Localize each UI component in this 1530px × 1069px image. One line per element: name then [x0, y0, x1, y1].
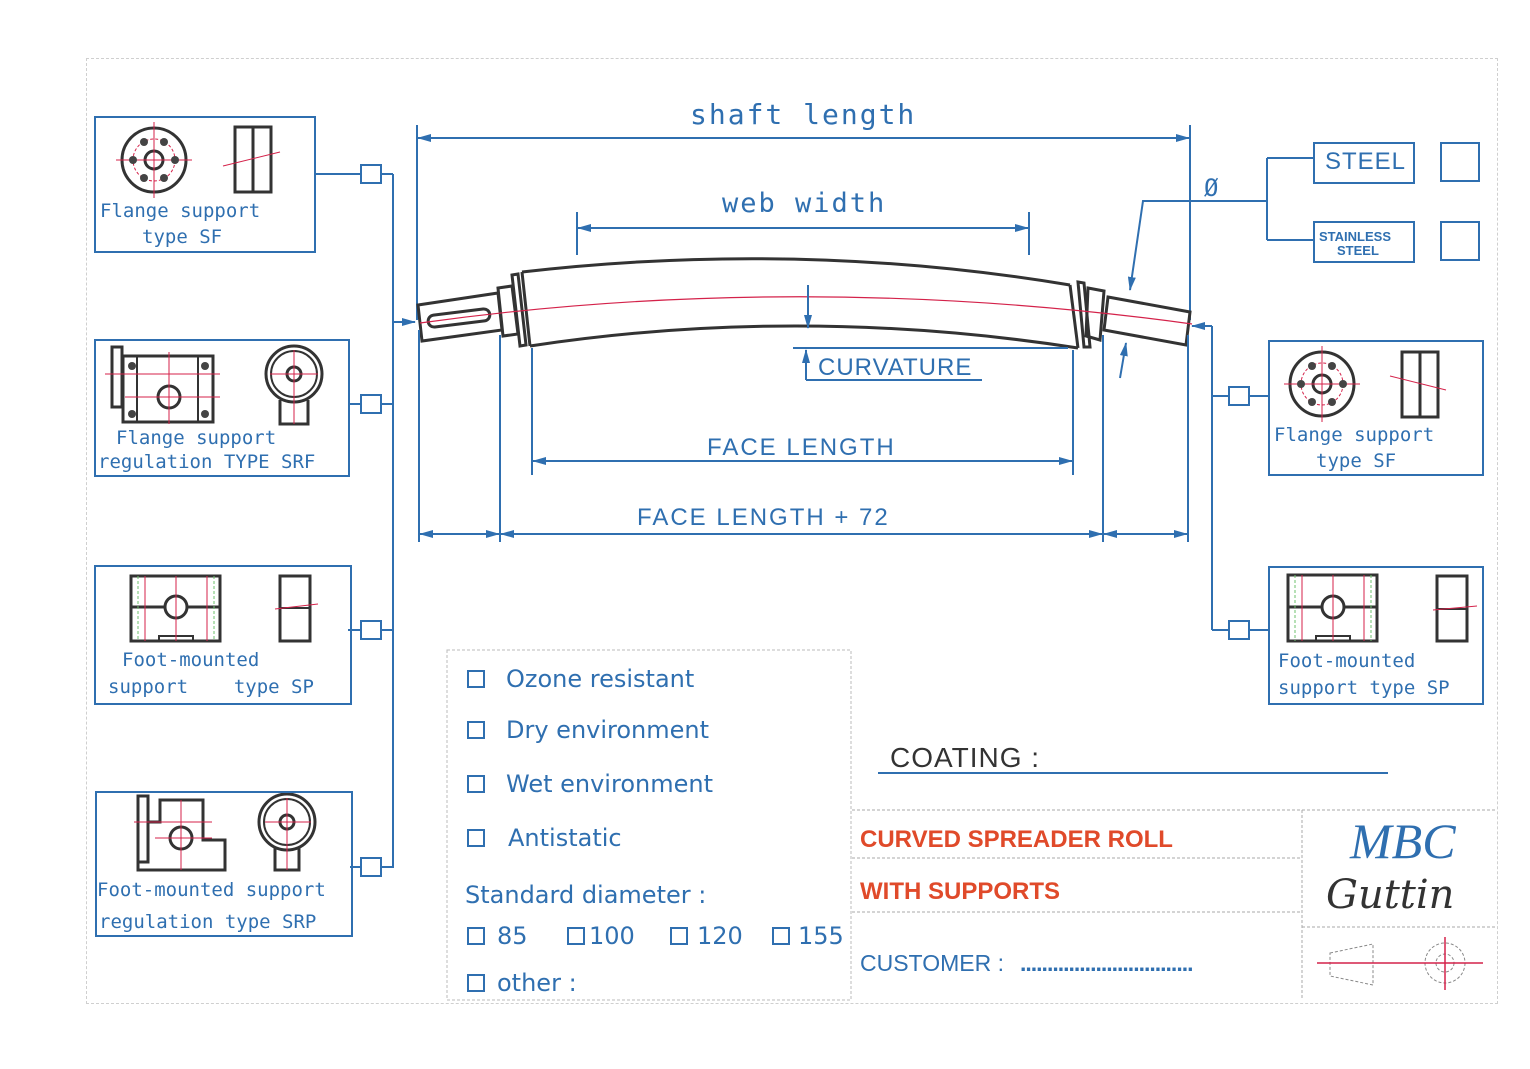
projection-symbol-icon	[1317, 937, 1483, 990]
diameter-symbol-label: Ø	[1204, 174, 1219, 202]
support-label-line1: Flange support	[100, 200, 261, 222]
curvature-dimension	[793, 285, 1068, 381]
left-support-foot-sp-checkbox[interactable]	[360, 620, 382, 640]
material-stainless-line1: STAINLESS	[1319, 229, 1391, 244]
option-wet-checkbox[interactable]	[467, 775, 485, 793]
left-support-flange-sf: Flange support type SF	[94, 116, 316, 253]
shaft-length-label: shaft length	[690, 98, 917, 131]
diameter-85-checkbox[interactable]	[467, 927, 485, 945]
left-support-flange-srf: Flange support regulation TYPE SRF	[94, 339, 350, 477]
web-width-dimension	[576, 212, 1030, 255]
left-support-flange-srf-checkbox[interactable]	[360, 394, 382, 414]
support-label-line1: Foot-mounted	[122, 649, 260, 671]
material-stainless-checkbox[interactable]	[1440, 221, 1480, 261]
foot-sp-right-icon	[1286, 573, 1478, 643]
support-label-line2: regulation type SRP	[99, 911, 317, 933]
material-steel-label: STEEL	[1325, 148, 1407, 175]
material-stainless-line2: STEEL	[1337, 243, 1379, 258]
face-length-plus-label: FACE LENGTH + 72	[637, 504, 890, 531]
diameter-100-checkbox[interactable]	[567, 927, 585, 945]
diameter-other-checkbox[interactable]	[467, 974, 485, 992]
support-label-line2: support type SP	[108, 676, 314, 698]
drawing-sheet-border	[86, 58, 1498, 1004]
option-antistatic-checkbox[interactable]	[467, 829, 485, 847]
customer-input[interactable]: ................................	[1020, 950, 1193, 976]
face-length-dimension	[531, 348, 1074, 475]
support-label-line1: Foot-mounted	[1278, 650, 1416, 672]
spreader-roll	[416, 257, 1193, 350]
face-length-label: FACE LENGTH	[707, 434, 896, 461]
right-support-flange-sf-checkbox[interactable]	[1228, 386, 1250, 406]
title-block-grid	[852, 809, 1496, 1000]
option-ozone-label: Ozone resistant	[506, 665, 695, 693]
material-stainless-box: STAINLESS STEEL	[1313, 221, 1415, 263]
foot-srp-icon	[134, 792, 317, 872]
left-support-foot-sp: Foot-mounted support type SP	[94, 565, 352, 705]
flange-sf-icon	[116, 122, 192, 198]
title-line2: WITH SUPPORTS	[860, 878, 1061, 905]
support-label-line2: type SF	[1316, 450, 1397, 472]
coating-input[interactable]	[1060, 740, 1380, 772]
diameter-155-label: 155	[798, 922, 844, 950]
curvature-label: CURVATURE	[818, 354, 973, 381]
material-steel-checkbox[interactable]	[1440, 142, 1480, 182]
options-panel-border	[446, 649, 852, 1001]
diameter-155-checkbox[interactable]	[772, 927, 790, 945]
support-label-line2: support type SP	[1278, 677, 1450, 699]
diameter-100-label: 100	[589, 922, 635, 950]
standard-diameter-label: Standard diameter :	[465, 881, 707, 909]
left-support-connector	[314, 173, 416, 868]
support-label-line1: Flange support	[116, 427, 277, 449]
diameter-85-label: 85	[497, 922, 528, 950]
option-wet-label: Wet environment	[506, 770, 713, 798]
brand-guttin: Guttin	[1326, 872, 1455, 918]
option-antistatic-label: Antistatic	[508, 824, 622, 852]
right-support-foot-sp: Foot-mounted support type SP	[1268, 566, 1484, 705]
option-dry-label: Dry environment	[506, 716, 710, 744]
flange-sf-right-icon	[1284, 346, 1360, 422]
flange-sf-right-side-icon	[1389, 350, 1447, 419]
support-label-line2: type SF	[142, 226, 223, 248]
coating-label: COATING :	[890, 742, 1041, 773]
option-dry-checkbox[interactable]	[467, 721, 485, 739]
diameter-leader	[1119, 157, 1313, 379]
flange-sf-side-icon	[222, 125, 281, 194]
diameter-120-label: 120	[697, 922, 743, 950]
flange-srf-icon	[105, 344, 324, 426]
support-label-line2: regulation TYPE SRF	[98, 451, 316, 473]
left-support-flange-sf-checkbox[interactable]	[360, 164, 382, 184]
right-support-flange-sf: Flange support type SF	[1268, 340, 1484, 476]
web-width-label: web width	[722, 188, 887, 219]
right-support-connector	[1191, 322, 1268, 631]
material-steel-box: STEEL	[1313, 142, 1415, 184]
diameter-other-label: other :	[497, 969, 577, 997]
shaft-length-dimension	[416, 125, 1191, 320]
title-line1: CURVED SPREADER ROLL	[860, 826, 1173, 853]
brand-mbc: MBC	[1350, 813, 1456, 869]
foot-sp-icon	[129, 574, 319, 643]
left-support-foot-srp: Foot-mounted support regulation type SRP	[95, 791, 353, 937]
face-length-plus-dimension	[418, 330, 1189, 542]
diameter-120-checkbox[interactable]	[670, 927, 688, 945]
left-support-foot-srp-checkbox[interactable]	[360, 857, 382, 877]
right-support-foot-sp-checkbox[interactable]	[1228, 620, 1250, 640]
support-label-line1: Foot-mounted support	[97, 879, 326, 901]
support-label-line1: Flange support	[1274, 424, 1435, 446]
customer-label: CUSTOMER :	[860, 950, 1004, 976]
option-ozone-checkbox[interactable]	[467, 670, 485, 688]
